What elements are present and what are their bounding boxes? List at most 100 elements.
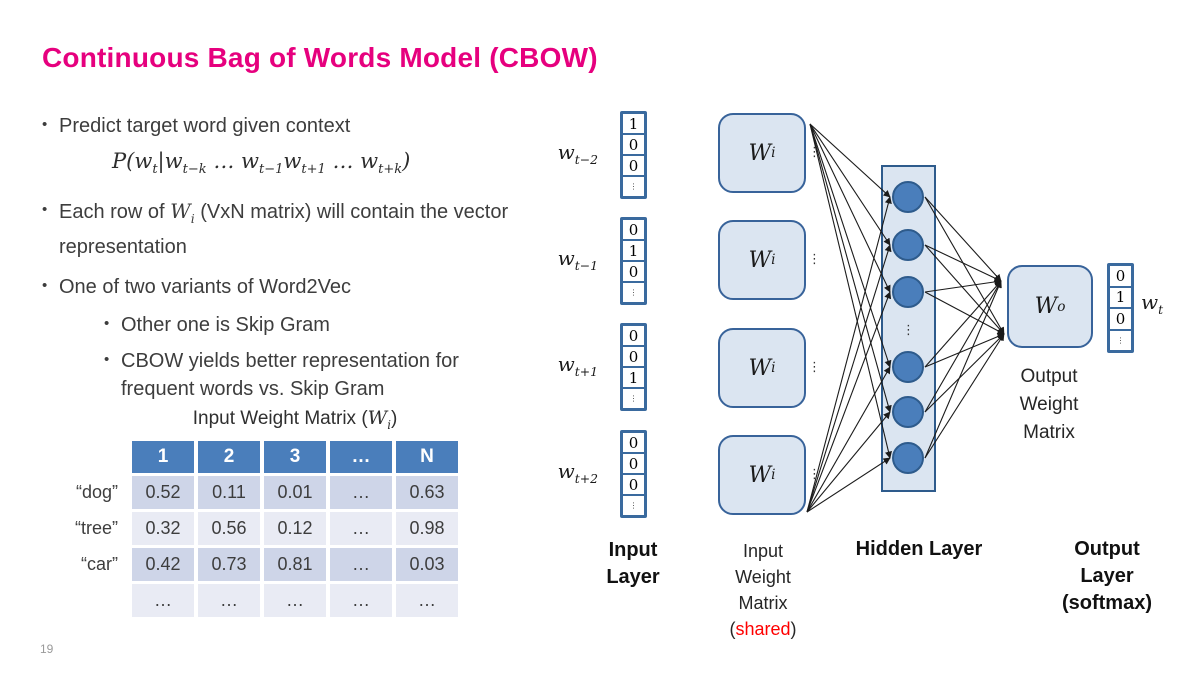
connection-line (924, 196, 1002, 282)
onehot-cell: 0 (623, 220, 644, 239)
table-data-cell: 0.81 (264, 547, 326, 581)
onehot-cell: 0 (1110, 266, 1131, 286)
input-onehot-vector: 1 0 0 ⋮ (620, 111, 647, 199)
table-header-cell: … (330, 440, 392, 473)
bullet-list: Predict target word given context P(wt|w… (40, 111, 528, 411)
hidden-neuron (892, 351, 924, 383)
output-vector-label: wt (1141, 290, 1164, 317)
input-vector-label: wt−2 (557, 140, 598, 167)
table-data-cell: 0.03 (396, 547, 458, 581)
ellipsis-mark: ⋮ (808, 252, 821, 267)
onehot-cell: 0 (623, 326, 644, 345)
connection-line (924, 244, 1002, 282)
table-row-label: “car” (81, 553, 118, 574)
table-header-cell: 3 (264, 440, 326, 473)
bullet-text: One of two variants of Word2Vec (59, 276, 352, 299)
table-data-cell: 0.01 (264, 475, 326, 509)
onehot-cell: 0 (623, 433, 644, 452)
bullet-cbow-frequent-words: CBOW yields better representation for fr… (102, 346, 503, 403)
table-row-label: “tree” (74, 517, 118, 538)
onehot-cell: 0 (623, 135, 644, 154)
onehot-cell: 1 (623, 114, 644, 133)
table-data-cell: … (132, 583, 194, 617)
onehot-cell: 1 (623, 368, 644, 387)
table-data-cell: … (330, 583, 392, 617)
table-header-cell: 1 (132, 440, 194, 473)
table-data-cell: 0.12 (264, 511, 326, 545)
onehot-cell: 0 (623, 347, 644, 366)
table-data-cell: 0.98 (396, 511, 458, 545)
bullet-predict-target: Predict target word given context (40, 111, 528, 140)
connection-line (809, 123, 892, 368)
cbow-probability-formula: P(wt|wt−k … wt−1wt+1 … wt+k) (112, 149, 411, 178)
table-data-cell: 0.63 (396, 475, 458, 509)
table-data-cell: 0.56 (198, 511, 260, 545)
table-data-cell: 0.73 (198, 547, 260, 581)
table-data-cell: 0.32 (132, 511, 194, 545)
connection-line (924, 280, 1002, 368)
connection-line (924, 278, 1002, 293)
page-number: 19 (40, 642, 54, 656)
table-data-cell: … (396, 583, 458, 617)
onehot-cell: 0 (623, 262, 644, 281)
connection-line (809, 123, 892, 459)
table-data-cell: … (264, 583, 326, 617)
ellipsis-mark: ⋮ (808, 145, 821, 160)
connection-line (806, 196, 892, 513)
bullet-text: Each row of Wi (VxN matrix) will contain… (59, 199, 509, 259)
bullet-word2vec-variants: One of two variants of Word2Vec (40, 272, 528, 301)
label-hidden-layer: Hidden Layer (855, 538, 983, 560)
onehot-cell: 1 (1110, 287, 1131, 307)
ellipsis-mark: ⋮ (902, 323, 915, 338)
onehot-cell: ⋮ (623, 389, 644, 408)
onehot-cell: 0 (1110, 309, 1131, 329)
onehot-cell: 0 (623, 156, 644, 175)
table-title: Input Weight Matrix (Wi) (192, 407, 398, 432)
connection-line (809, 123, 891, 246)
onehot-cell: ⋮ (1110, 330, 1131, 350)
ellipsis-mark: ⋮ (808, 360, 821, 375)
table-header-cell: N (396, 440, 458, 473)
input-onehot-vector: 0 0 1 ⋮ (620, 323, 647, 411)
hidden-neuron (892, 396, 924, 428)
table-data-cell: 0.42 (132, 547, 194, 581)
connection-line (809, 123, 891, 293)
connection-line (924, 244, 1005, 335)
table-data-cell: … (330, 475, 392, 509)
hidden-neuron (892, 229, 924, 261)
onehot-cell: ⋮ (623, 283, 644, 302)
table-data-cell: … (198, 583, 260, 617)
onehot-cell: ⋮ (623, 177, 644, 196)
table-header-cell: 2 (198, 440, 260, 473)
table-data-cell: 0.11 (198, 475, 260, 509)
hidden-neuron (892, 181, 924, 213)
onehot-cell: 0 (623, 454, 644, 473)
bullet-text: CBOW yields better representation for fr… (121, 350, 459, 401)
bullet-text: Other one is Skip Gram (121, 314, 330, 337)
bullet-each-row: Each row of Wi (VxN matrix) will contain… (40, 196, 528, 261)
connection-line (809, 123, 891, 198)
connection-line (924, 291, 1005, 335)
connection-line (806, 366, 891, 513)
table-data-cell: … (330, 547, 392, 581)
connection-line (924, 196, 1005, 335)
connection-line (809, 123, 892, 413)
ellipsis-mark: ⋮ (808, 467, 821, 482)
table-data-cell: … (330, 511, 392, 545)
hidden-neuron (892, 442, 924, 474)
page-title: Continuous Bag of Words Model (CBOW) (42, 42, 598, 73)
